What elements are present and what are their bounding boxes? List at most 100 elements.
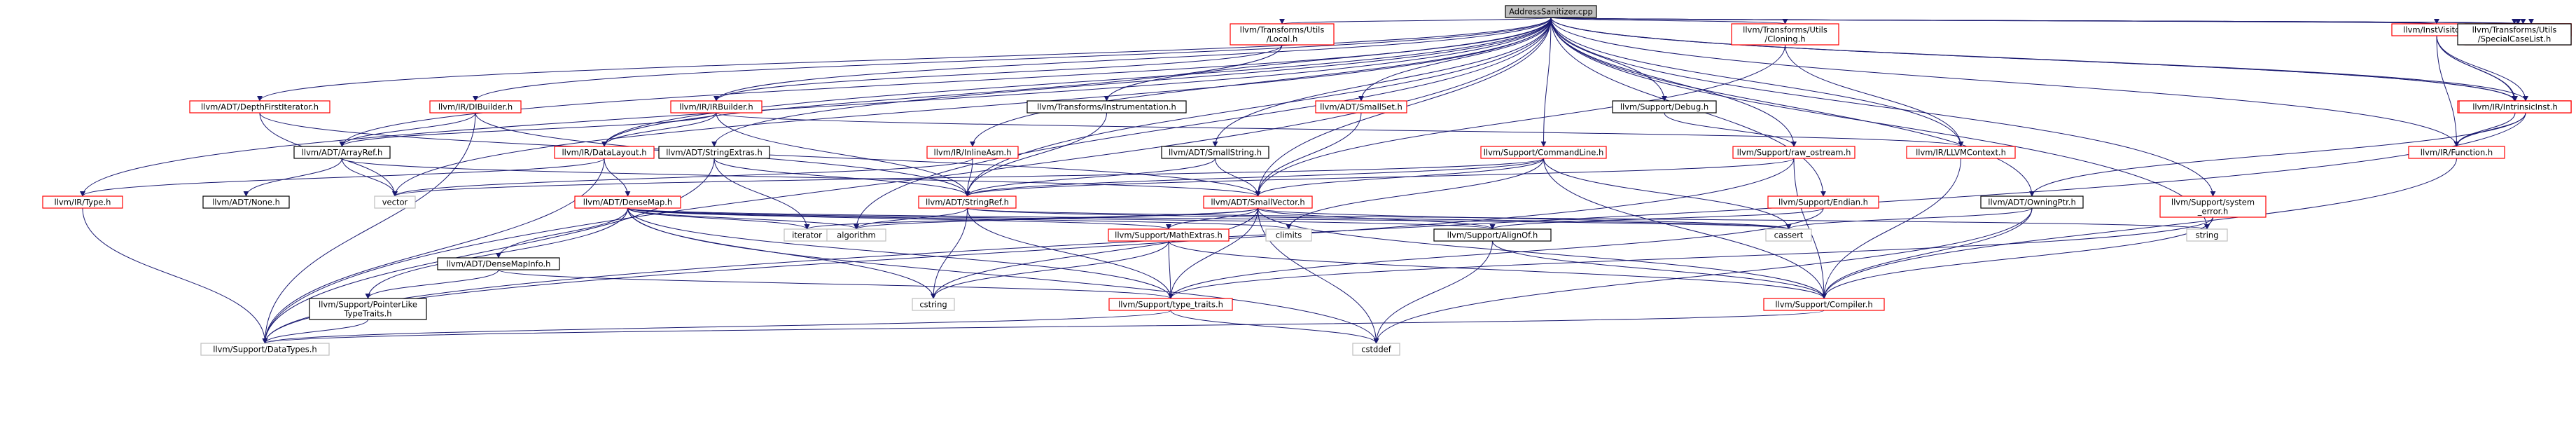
- node-specialcaselist[interactable]: llvm/Transforms/Utils/SpecialCaseList.h: [2457, 23, 2572, 46]
- node-climits: climits: [1265, 228, 1312, 242]
- node-owningptr[interactable]: llvm/ADT/OwningPtr.h: [1980, 195, 2084, 209]
- node-label-string: string: [2195, 231, 2218, 240]
- node-alignof[interactable]: llvm/Support/AlignOf.h: [1433, 228, 1552, 242]
- node-arrayref[interactable]: llvm/ADT/ArrayRef.h: [293, 146, 391, 159]
- edge-compiler-to-datatypes: [263, 310, 1825, 344]
- node-box-transforms-cloning: [1731, 23, 1839, 46]
- node-box-smallset: [1315, 100, 1407, 114]
- node-instrumentation[interactable]: llvm/Transforms/Instrumentation.h: [1026, 100, 1187, 114]
- node-densemap[interactable]: llvm/ADT/DenseMap.h: [574, 195, 681, 209]
- node-densemapinfo[interactable]: llvm/ADT/DenseMapInfo.h: [437, 257, 560, 270]
- edge-stringextras-to-datatypes: [262, 158, 715, 344]
- node-datalayout[interactable]: llvm/IR/DataLayout.h: [554, 146, 655, 159]
- node-label-instrumentation: llvm/Transforms/Instrumentation.h: [1037, 102, 1176, 112]
- node-smallstring[interactable]: llvm/ADT/SmallString.h: [1161, 146, 1269, 159]
- node-label-system-error: llvm/Support/system: [2171, 198, 2255, 207]
- edge-densemap-to-cassert: [627, 207, 1791, 230]
- node-box-string: [2186, 228, 2228, 242]
- edge-commandline-to-compiler: [1543, 158, 1827, 299]
- node-box-cstddef: [1352, 343, 1400, 356]
- node-box-type-traits: [1108, 298, 1233, 311]
- edge-irbuilder-to-llvmcontext: [716, 112, 1963, 147]
- node-ir-type[interactable]: llvm/IR/Type.h: [42, 195, 123, 209]
- edge-alignof-to-compiler: [1492, 240, 1827, 299]
- edge-smallvector-to-compiler: [1258, 207, 1827, 299]
- node-depth-first[interactable]: llvm/ADT/DepthFirstIterator.h: [189, 100, 330, 114]
- node-transforms-local[interactable]: llvm/Transforms/Utils/Local.h: [1230, 23, 1335, 46]
- node-stringref[interactable]: llvm/ADT/StringRef.h: [918, 195, 1017, 209]
- node-label-densemap: llvm/ADT/DenseMap.h: [583, 198, 672, 207]
- edge-densemap-to-type_traits: [627, 207, 1174, 299]
- edge-densemap-to-climits: [627, 207, 1292, 230]
- node-dibuilder[interactable]: llvm/IR/DIBuilder.h: [429, 100, 522, 114]
- edge-smallstring-to-smallvector: [1215, 158, 1261, 197]
- node-compiler[interactable]: llvm/Support/Compiler.h: [1763, 298, 1885, 311]
- node-box-specialcaselist: [2457, 23, 2572, 46]
- node-type-traits[interactable]: llvm/Support/type_traits.h: [1108, 298, 1233, 311]
- node-transforms-cloning[interactable]: llvm/Transforms/Utils/Cloning.h: [1731, 23, 1839, 46]
- edge-root-to-commandline: [1540, 17, 1552, 147]
- node-label-depth-first: llvm/ADT/DepthFirstIterator.h: [201, 102, 319, 112]
- node-mathextras[interactable]: llvm/Support/MathExtras.h: [1108, 228, 1230, 242]
- node-endian[interactable]: llvm/Support/Endian.h: [1767, 195, 1879, 209]
- edge-irbuilder-to-datalayout: [601, 112, 717, 147]
- node-cstddef: cstddef: [1352, 343, 1400, 356]
- node-smallvector[interactable]: llvm/ADT/SmallVector.h: [1203, 195, 1313, 209]
- node-box-root: [1505, 5, 1597, 18]
- edge-owningptr-to-compiler: [1821, 207, 2033, 299]
- node-label-root: AddressSanitizer.cpp: [1509, 7, 1593, 17]
- edge-root-to-arrayref: [339, 17, 1552, 147]
- node-box-smallvector: [1203, 195, 1313, 209]
- node-box-transforms-local: [1230, 23, 1335, 46]
- node-none[interactable]: llvm/ADT/None.h: [202, 195, 290, 209]
- node-label-cstring: cstring: [919, 300, 947, 310]
- edge-system_error-to-type_traits: [1168, 217, 2213, 299]
- edge-llvmcontext-to-compiler: [1821, 158, 1961, 299]
- node-stringextras[interactable]: llvm/ADT/StringExtras.h: [658, 146, 770, 159]
- node-intrinsicinst[interactable]: llvm/IR/IntrinsicInst.h: [2458, 100, 2572, 114]
- node-cstring: cstring: [912, 298, 955, 311]
- node-ir-function[interactable]: llvm/IR/Function.h: [2408, 146, 2505, 159]
- node-commandline[interactable]: llvm/Support/CommandLine.h: [1480, 146, 1607, 159]
- node-label-transforms-cloning: llvm/Transforms/Utils: [1743, 25, 1827, 35]
- edge-alignof-to-cstddef: [1373, 240, 1493, 344]
- node-label-cassert: cassert: [1774, 231, 1804, 240]
- edge-inlineasm-to-vector: [392, 158, 973, 197]
- node-label-commandline: llvm/Support/CommandLine.h: [1484, 148, 1604, 158]
- node-box-arrayref: [293, 146, 391, 159]
- node-llvmcontext[interactable]: llvm/IR/LLVMContext.h: [1906, 146, 2016, 159]
- node-irbuilder[interactable]: llvm/IR/IRBuilder.h: [670, 100, 763, 114]
- edge-root-to-owningptr: [1550, 17, 2035, 197]
- edge-pointerlike-to-datatypes: [262, 319, 368, 344]
- edge-root-to-algorithm: [854, 17, 1552, 230]
- edge-stringref-to-algorithm: [854, 207, 968, 230]
- node-label-datalayout: llvm/IR/DataLayout.h: [562, 148, 646, 158]
- edge-root-to-dibuilder: [473, 17, 1552, 102]
- edge-arrayref-to-smallvector: [342, 158, 1261, 197]
- edge-root-to-string: [1550, 17, 2210, 230]
- node-label-owningptr: llvm/ADT/OwningPtr.h: [1988, 198, 2075, 207]
- node-label-ir-function: llvm/IR/Function.h: [2421, 148, 2493, 158]
- edge-transforms_cloning-to-llvmcontext: [1785, 44, 1964, 147]
- edge-smallvector-to-type_traits: [1168, 207, 1258, 299]
- node-smallset[interactable]: llvm/ADT/SmallSet.h: [1315, 100, 1407, 114]
- node-label-stringref: llvm/ADT/StringRef.h: [926, 198, 1009, 207]
- edge-smallstring-to-stringref: [964, 158, 1216, 197]
- node-inlineasm[interactable]: llvm/IR/InlineAsm.h: [926, 146, 1019, 159]
- node-raw-ostream[interactable]: llvm/Support/raw_ostream.h: [1732, 146, 1856, 159]
- node-label-climits: climits: [1276, 231, 1302, 240]
- edge-smallvector-to-mathextras: [1166, 207, 1258, 230]
- edge-instvisitor-to-ir_function: [2436, 35, 2460, 147]
- node-box-cstring: [912, 298, 955, 311]
- node-support-debug[interactable]: llvm/Support/Debug.h: [1612, 100, 1717, 114]
- node-root[interactable]: AddressSanitizer.cpp: [1505, 5, 1597, 18]
- edge-intrinsicinst-to-ir_function: [2453, 112, 2516, 147]
- node-label-vector: vector: [382, 198, 408, 207]
- edge-commandline-to-cassert: [1543, 158, 1792, 230]
- node-system-error[interactable]: llvm/Support/system_error.h: [2159, 195, 2267, 218]
- edge-ir_type-to-datatypes: [82, 207, 268, 344]
- node-datatypes: llvm/Support/DataTypes.h: [200, 343, 330, 356]
- edge-endian-to-type_traits: [1168, 207, 1824, 299]
